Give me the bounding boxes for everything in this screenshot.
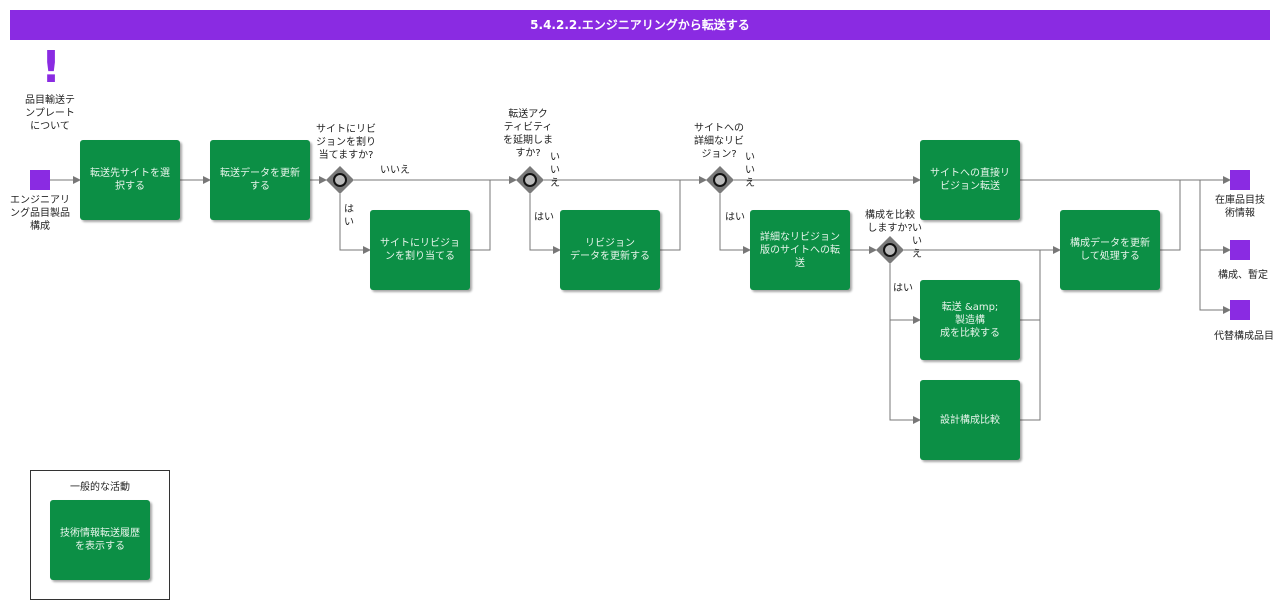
g2-yes-label: はい: [534, 212, 554, 223]
g3-yes-label: はい: [725, 212, 745, 223]
end-event-1-label: 在庫品目技 術情報: [1215, 195, 1265, 219]
gateway-defer-transfer[interactable]: [516, 166, 544, 194]
task-detailed-revision-transfer[interactable]: 詳細なリビジョン 版のサイトへの転 送: [750, 210, 850, 290]
gateway-assign-revision[interactable]: [326, 166, 354, 194]
task-update-transfer-data[interactable]: 転送データを更新 する: [210, 140, 310, 220]
template-note-label[interactable]: 品目輸送テ ンプレート について: [25, 95, 75, 132]
task-compare-transfer[interactable]: 転送 &amp; 製造構 成を比較する: [920, 280, 1020, 360]
diagram-title: 5.4.2.2.エンジニアリングから転送する: [10, 10, 1270, 40]
g1-yes-label: は い: [344, 204, 354, 228]
gateway-2-question: 転送アク ティビティ を延期しま すか?: [503, 109, 553, 159]
g2-no-label: い い え: [550, 152, 560, 189]
end-event-2-label: 構成、暫定: [1218, 270, 1268, 281]
gateway-3-question: サイトへの 詳細なリビ ジョン?: [694, 123, 744, 160]
g4-yes-label: はい: [893, 283, 913, 294]
task-assign-revision[interactable]: サイトにリビジョ ンを割り当てる: [370, 210, 470, 290]
g3-no-label: い い え: [745, 152, 755, 189]
task-update-process-config[interactable]: 構成データを更新 して処理する: [1060, 210, 1160, 290]
gateway-detailed-revision[interactable]: [706, 166, 734, 194]
end-event-config-temporary[interactable]: [1230, 240, 1250, 260]
gateway-4-question: 構成を比較 しますか?: [865, 210, 915, 234]
g4-no-label: い い え: [912, 223, 922, 260]
exclamation-icon: !: [40, 42, 62, 93]
task-update-revision-data[interactable]: リビジョン データを更新する: [560, 210, 660, 290]
end-event-3-label: 代替構成品目: [1214, 331, 1274, 342]
g1-no-label: いいえ: [380, 165, 410, 176]
task-design-compare[interactable]: 設計構成比較: [920, 380, 1020, 460]
task-direct-revision-transfer[interactable]: サイトへの直接リ ビジョン転送: [920, 140, 1020, 220]
task-select-site[interactable]: 転送先サイトを選 択する: [80, 140, 180, 220]
start-event-label: エンジニアリ ング品目製品 構成: [10, 195, 70, 232]
start-event[interactable]: [30, 170, 50, 190]
end-event-inventory-eng-info[interactable]: [1230, 170, 1250, 190]
gateway-compare-config[interactable]: [876, 236, 904, 264]
general-activities-title: 一般的な活動: [70, 482, 130, 493]
task-view-transfer-history[interactable]: 技術情報転送履歴 を表示する: [50, 500, 150, 580]
gateway-1-question: サイトにリビ ジョンを割り 当てますか?: [316, 124, 376, 161]
end-event-alternate-config[interactable]: [1230, 300, 1250, 320]
